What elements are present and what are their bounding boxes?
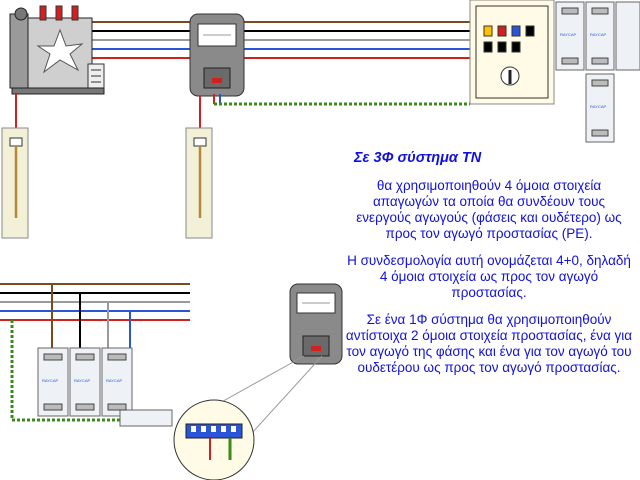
brand-label-top-3: RAYCAP — [590, 104, 606, 109]
surge-modules-bottom: RAYCAP RAYCAP RAYCAP — [37, 284, 173, 427]
brand-label-top-2: RAYCAP — [590, 32, 606, 37]
surge-modules-top: RAYCAP RAYCAP RAYCAP — [555, 1, 640, 143]
transformer — [9, 5, 105, 95]
brand-label-bottom-3: RAYCAP — [106, 378, 122, 383]
energy-meter-bottom — [199, 283, 343, 445]
switch-panel — [469, 0, 555, 105]
brand-label-top-1: RAYCAP — [560, 32, 576, 37]
ground-rod-left — [1, 94, 29, 239]
section-heading: Σε 3Φ σύστημα ΤΝ — [354, 150, 482, 166]
paragraph-2: Η συνδεσμολογία αυτή ονομάζεται 4+0, δηλ… — [347, 253, 631, 300]
brand-label-bottom-2: RAYCAP — [74, 378, 90, 383]
top-distribution-wires — [60, 21, 470, 59]
terminal-zoom-callout — [173, 399, 255, 480]
ground-rod-middle — [185, 127, 213, 239]
paragraph-3: Σε ένα 1Φ σύστημα θα χρησιμοποιηθούν αντ… — [345, 312, 633, 375]
brand-label-bottom-1: RAYCAP — [42, 378, 58, 383]
paragraph-1: θα χρησιμοποιηθούν 4 όμοια στοιχεία απαγ… — [356, 178, 622, 241]
energy-meter-top — [189, 13, 470, 140]
explanation-text: Σε 3Φ σύστημα ΤΝ θα χρησιμοποιηθούν 4 όμ… — [344, 150, 634, 387]
